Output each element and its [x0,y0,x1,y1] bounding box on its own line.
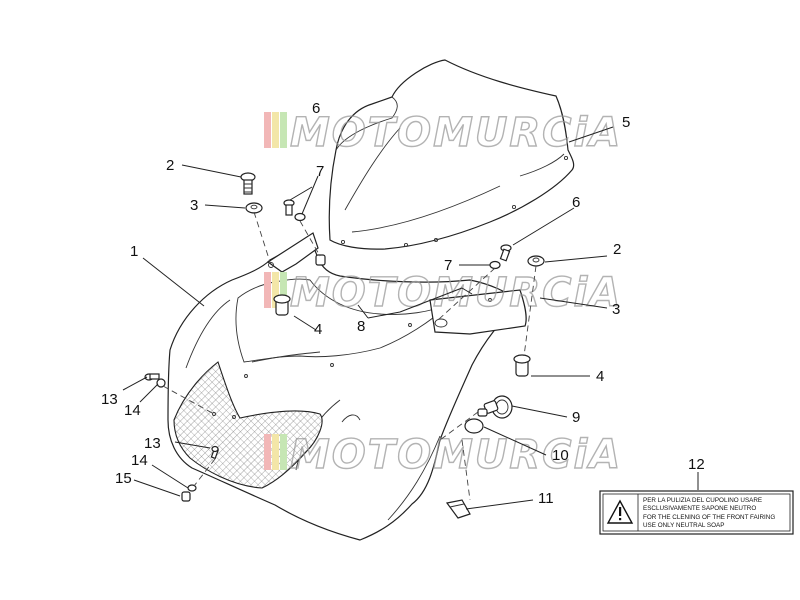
callout-13-upper: 13 [101,391,118,408]
callout-15: 15 [115,470,132,487]
callout-6-left: 6 [312,100,320,117]
callout-11: 11 [538,490,554,507]
leader-lines [122,126,699,510]
washer-14-lower [187,484,197,492]
label-line-4: USE ONLY NEUTRAL SOAP [643,522,724,529]
callout-5: 5 [622,114,630,131]
callout-12: 12 [688,456,705,473]
windscreen [328,59,575,250]
nut-15 [181,491,191,502]
nut-bracket [315,254,326,266]
washer-3-left [245,202,263,214]
screw-6-right [489,244,512,270]
watermark-bottom: MOTOMURCiA [264,431,622,479]
screw-2-right [527,255,545,267]
callout-3-right: 3 [612,301,620,318]
callout-7-right: 7 [444,257,452,274]
callout-2-right: 2 [613,241,621,258]
quick-release-fastener-9 [477,395,513,419]
callout-8: 8 [357,318,365,335]
callout-10: 10 [552,447,569,464]
callout-1: 1 [130,243,138,260]
clip-11 [445,499,471,519]
screw-2-left [240,172,256,195]
callout-14-lower: 14 [131,452,148,469]
callout-14-upper: 14 [124,402,141,419]
label-line-1: PER LA PULIZIA DEL CUPOLINO USARE [643,497,762,504]
callout-3-left: 3 [190,197,198,214]
callout-2-left: 2 [166,157,174,174]
assembly-lines [162,211,537,501]
watermark-top: MOTOMURCiA [264,109,622,157]
watermark-middle: MOTOMURCiA [264,269,622,317]
watermark-text: MOTOMURCiA [290,110,622,156]
grommet-4-left [273,294,291,316]
label-line-2: ESCLUSIVAMENTE SAPONE NEUTRO [643,505,756,512]
grommet-4-right [513,354,531,377]
callout-13-lower: 13 [144,435,161,452]
callout-7-left: 7 [316,163,324,180]
warning-triangle-icon [606,499,634,524]
screw-13-upper [144,373,166,388]
watermark-text: MOTOMURCiA [290,270,622,316]
label-line-3: FOR THE CLENING OF THE FRONT FAIRING [643,514,775,521]
callout-numbers: 1 2 3 6 7 4 8 5 6 7 2 3 4 9 10 11 12 13 … [101,100,705,507]
callout-9: 9 [572,409,580,426]
callout-6-right: 6 [572,194,580,211]
screw-6-left [283,199,306,222]
watermark-text: MOTOMURCiA [290,432,622,478]
screw-13-lower [210,445,220,460]
callout-4-left: 4 [314,321,322,338]
washer-10 [464,418,484,434]
warning-label: PER LA PULIZIA DEL CUPOLINO USARE ESCLUS… [599,490,794,535]
callout-4-right: 4 [596,368,604,385]
